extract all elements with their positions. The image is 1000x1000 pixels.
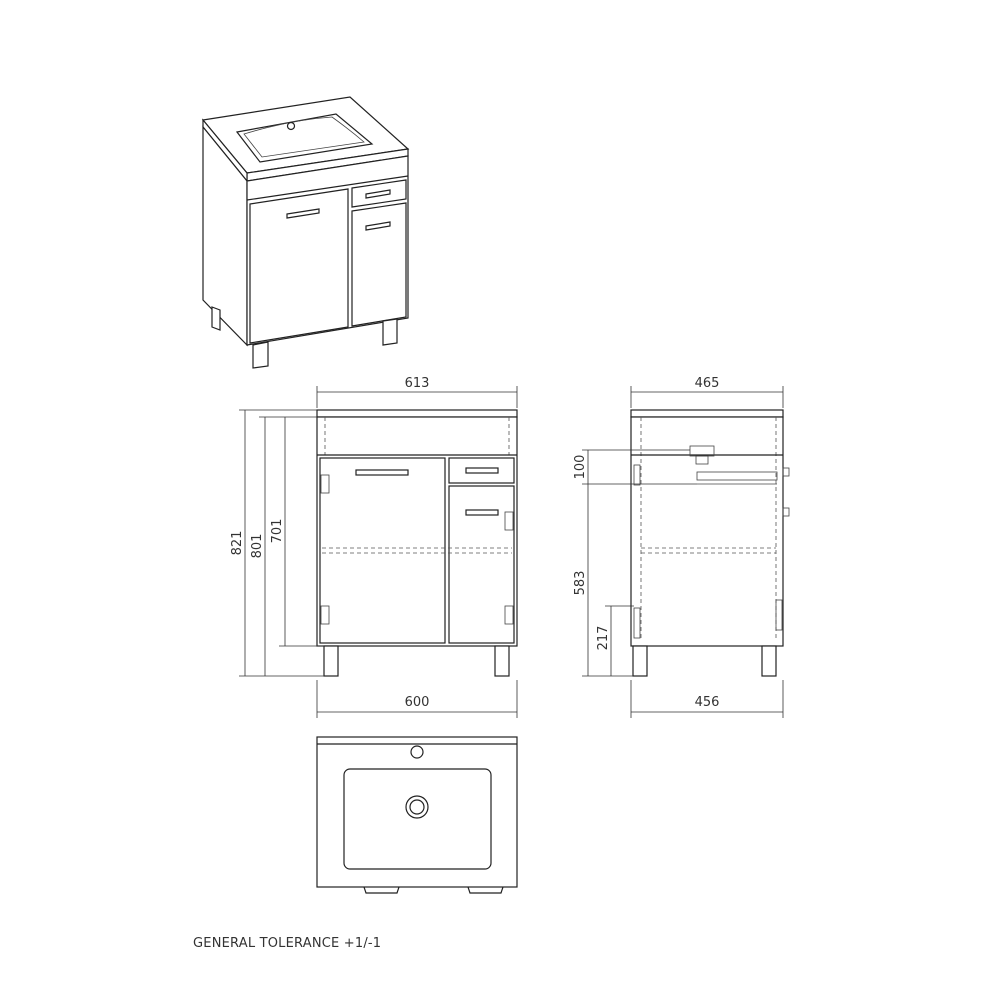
dim-height-801: 801 bbox=[250, 534, 265, 559]
dim-height-217: 217 bbox=[596, 626, 611, 651]
front-hinge bbox=[320, 474, 330, 494]
dim-width-top: 613 bbox=[405, 376, 430, 391]
front-cabinet bbox=[316, 416, 518, 647]
front-leg-left bbox=[323, 645, 339, 677]
side-cabinet bbox=[630, 416, 784, 647]
iso-leg-front-right bbox=[382, 318, 398, 346]
top-bracket-right bbox=[467, 886, 504, 894]
top-countertop bbox=[316, 736, 518, 888]
top-view bbox=[316, 736, 518, 894]
front-countertop bbox=[316, 409, 518, 418]
iso-drawer-line bbox=[246, 175, 409, 201]
iso-left-door bbox=[249, 188, 349, 344]
top-tap-hole bbox=[410, 745, 424, 759]
iso-small-drawer bbox=[351, 179, 407, 208]
side-drawer bbox=[696, 471, 778, 481]
front-right-door bbox=[448, 485, 515, 644]
dim-width-bottom: 600 bbox=[405, 695, 430, 710]
iso-handle-left bbox=[286, 208, 320, 219]
front-drawer bbox=[448, 457, 515, 484]
top-bracket-left bbox=[363, 886, 400, 894]
front-handle-right bbox=[465, 509, 499, 516]
front-left-door bbox=[319, 457, 446, 644]
iso-tap-hole bbox=[286, 121, 296, 131]
tolerance-note: GENERAL TOLERANCE +1/-1 bbox=[193, 936, 382, 951]
iso-handle-drawer bbox=[365, 189, 391, 199]
iso-leg-back-left bbox=[211, 306, 221, 331]
top-drain-inner bbox=[409, 799, 425, 815]
front-handle-left bbox=[355, 469, 409, 476]
dim-height-583: 583 bbox=[573, 571, 588, 596]
dim-height-100: 100 bbox=[573, 455, 588, 480]
dim-depth-bottom: 456 bbox=[695, 695, 720, 710]
front-view: 613 600 821 801 701 bbox=[230, 376, 518, 718]
isometric-view bbox=[201, 96, 410, 369]
top-basin bbox=[343, 768, 492, 870]
side-view: 465 456 100 583 217 bbox=[573, 376, 790, 718]
dim-height-821: 821 bbox=[230, 531, 245, 556]
iso-leg-front-left bbox=[252, 341, 269, 369]
iso-handle-right bbox=[365, 221, 391, 231]
iso-right-door bbox=[351, 202, 407, 327]
top-drain-outer bbox=[405, 795, 429, 819]
side-leg-back bbox=[632, 645, 648, 677]
dim-depth-top: 465 bbox=[695, 376, 720, 391]
dim-height-701: 701 bbox=[270, 519, 285, 544]
front-handle-drawer bbox=[465, 467, 499, 474]
iso-cabinet-front bbox=[246, 155, 409, 346]
front-leg-right bbox=[494, 645, 510, 677]
side-leg-front bbox=[761, 645, 777, 677]
side-countertop bbox=[630, 409, 784, 418]
